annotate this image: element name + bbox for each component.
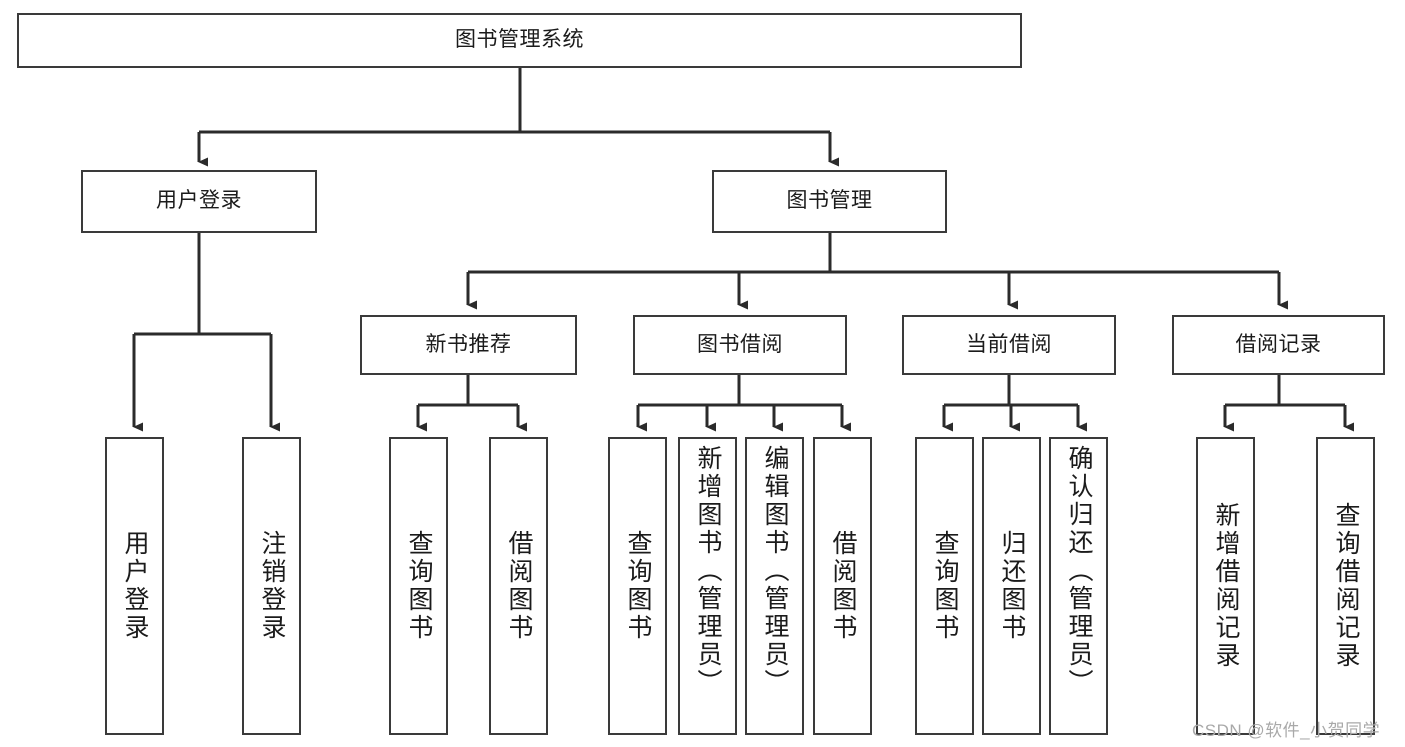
node-label: 注销登录 bbox=[258, 530, 286, 642]
node-label: 新增借阅记录 bbox=[1212, 502, 1240, 670]
leaf-book-borrow-query[interactable]: 查询图书 bbox=[608, 437, 667, 735]
node-label: 查询借阅记录 bbox=[1332, 502, 1360, 670]
node-label: 查询图书 bbox=[624, 530, 652, 642]
csdn-watermark: CSDN @软件_小贺同学 bbox=[1192, 721, 1381, 740]
node-label: 查询图书 bbox=[405, 530, 433, 642]
leaf-user-login-logout[interactable]: 注销登录 bbox=[242, 437, 301, 735]
node-label: 编辑图书（管理员） bbox=[761, 445, 789, 697]
node-label: 新书推荐 bbox=[425, 332, 512, 356]
node-label: 借阅图书 bbox=[829, 530, 857, 642]
leaf-current-borrow-query[interactable]: 查询图书 bbox=[915, 437, 974, 735]
leaf-user-login-login[interactable]: 用户登录 bbox=[105, 437, 164, 735]
node-label: 查询图书 bbox=[931, 530, 959, 642]
node-label: 图书管理 bbox=[786, 189, 873, 213]
node-user-login[interactable]: 用户登录 bbox=[81, 170, 317, 233]
node-label: 用户登录 bbox=[156, 189, 242, 213]
node-label: 借阅记录 bbox=[1235, 332, 1322, 356]
node-book-management[interactable]: 图书管理 bbox=[712, 170, 947, 233]
node-borrow-record[interactable]: 借阅记录 bbox=[1172, 315, 1385, 375]
leaf-current-borrow-confirm-return[interactable]: 确认归还（管理员） bbox=[1049, 437, 1108, 735]
leaf-book-borrow-edit[interactable]: 编辑图书（管理员） bbox=[745, 437, 804, 735]
node-label: 归还图书 bbox=[998, 530, 1026, 642]
node-label: 当前借阅 bbox=[966, 332, 1052, 356]
node-label: 确认归还（管理员） bbox=[1065, 445, 1093, 697]
leaf-new-book-borrow[interactable]: 借阅图书 bbox=[489, 437, 548, 735]
leaf-book-borrow-add[interactable]: 新增图书（管理员） bbox=[678, 437, 737, 735]
node-label: 图书管理系统 bbox=[455, 28, 584, 52]
node-current-borrow[interactable]: 当前借阅 bbox=[902, 315, 1116, 375]
leaf-book-borrow-borrow[interactable]: 借阅图书 bbox=[813, 437, 872, 735]
leaf-current-borrow-return[interactable]: 归还图书 bbox=[982, 437, 1041, 735]
leaf-borrow-record-query[interactable]: 查询借阅记录 bbox=[1316, 437, 1375, 735]
node-label: 新增图书（管理员） bbox=[694, 445, 722, 697]
leaf-new-book-query[interactable]: 查询图书 bbox=[389, 437, 448, 735]
leaf-borrow-record-add[interactable]: 新增借阅记录 bbox=[1196, 437, 1255, 735]
node-root-system[interactable]: 图书管理系统 bbox=[17, 13, 1022, 68]
node-book-borrow[interactable]: 图书借阅 bbox=[633, 315, 847, 375]
node-label: 用户登录 bbox=[121, 530, 149, 642]
node-new-book-recommend[interactable]: 新书推荐 bbox=[360, 315, 577, 375]
node-label: 图书借阅 bbox=[697, 332, 783, 356]
node-label: 借阅图书 bbox=[505, 530, 533, 642]
